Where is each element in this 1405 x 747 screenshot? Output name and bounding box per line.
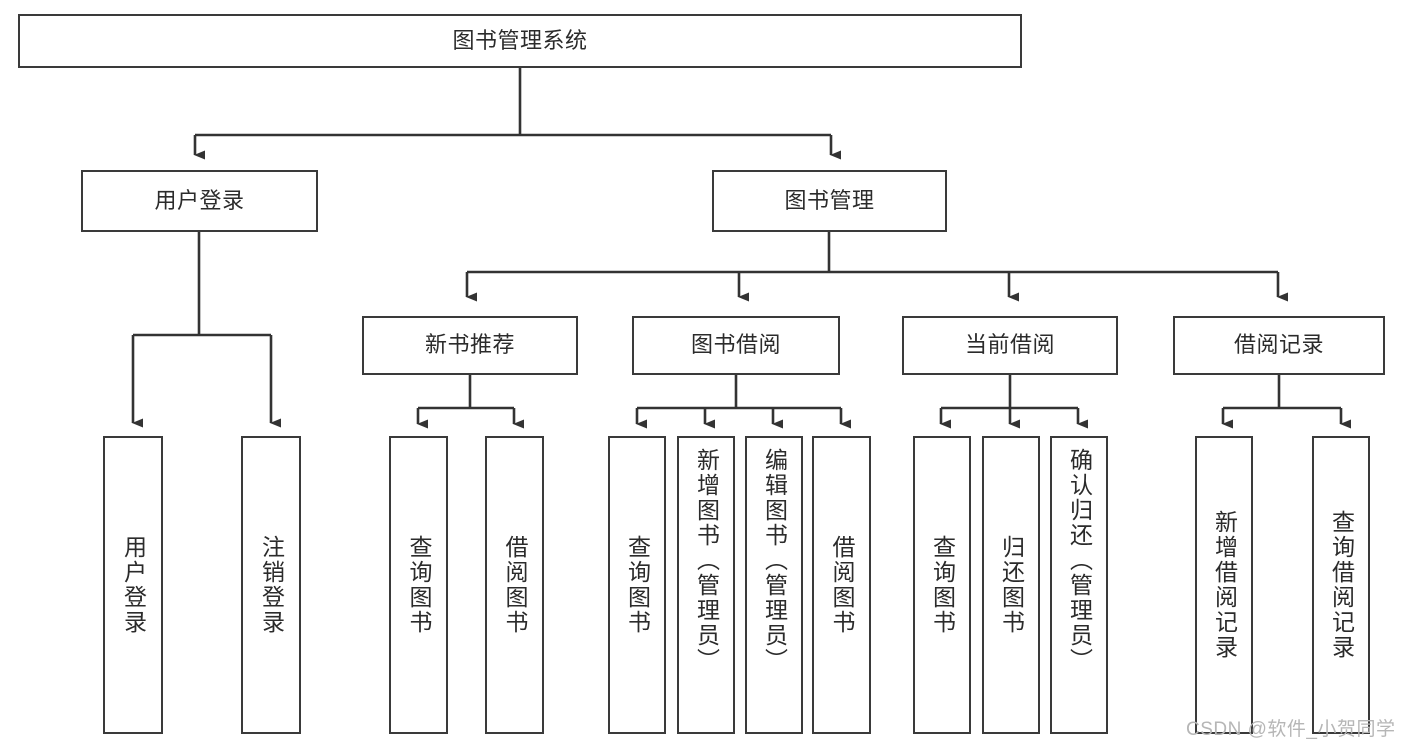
node-label: 新增图书（管理员） — [693, 448, 720, 673]
node-user-login[interactable]: 用户登录 — [81, 170, 318, 232]
node-label: 图书管理系统 — [452, 27, 588, 53]
leaf-borrow-query-book[interactable]: 查询图书 — [608, 436, 666, 734]
leaf-record-add-record[interactable]: 新增借阅记录 — [1195, 436, 1253, 734]
node-label: 当前借阅 — [964, 332, 1055, 358]
node-label: 用户登录 — [120, 535, 147, 635]
node-label: 图书管理 — [784, 187, 875, 213]
node-label: 查询图书 — [929, 535, 956, 635]
leaf-current-confirm-return-admin[interactable]: 确认归还（管理员） — [1050, 436, 1108, 734]
leaf-borrow-borrow-book[interactable]: 借阅图书 — [812, 436, 871, 734]
leaf-user-login-login[interactable]: 用户登录 — [103, 436, 163, 734]
leaf-recommend-query-book[interactable]: 查询图书 — [389, 436, 448, 734]
node-label: 借阅图书 — [502, 535, 528, 635]
node-label: 注销登录 — [258, 535, 285, 635]
node-book-borrow[interactable]: 图书借阅 — [632, 316, 840, 375]
leaf-borrow-edit-book-admin[interactable]: 编辑图书（管理员） — [745, 436, 803, 734]
leaf-user-login-logout[interactable]: 注销登录 — [241, 436, 301, 734]
node-label: 用户登录 — [154, 187, 245, 213]
node-label: 新书推荐 — [424, 332, 515, 358]
node-label: 图书借阅 — [690, 332, 781, 358]
node-borrow-record[interactable]: 借阅记录 — [1173, 316, 1385, 375]
node-root-system[interactable]: 图书管理系统 — [18, 14, 1022, 68]
leaf-borrow-add-book-admin[interactable]: 新增图书（管理员） — [677, 436, 735, 734]
node-label: 借阅图书 — [829, 535, 855, 635]
node-label: 查询借阅记录 — [1328, 510, 1355, 660]
node-label: 借阅记录 — [1233, 332, 1324, 358]
node-label: 归还图书 — [998, 535, 1025, 635]
leaf-record-query-record[interactable]: 查询借阅记录 — [1312, 436, 1370, 734]
node-new-book-recommend[interactable]: 新书推荐 — [362, 316, 578, 375]
leaf-current-query-book[interactable]: 查询图书 — [913, 436, 971, 734]
node-label: 新增借阅记录 — [1211, 510, 1238, 660]
node-label: 查询图书 — [406, 535, 432, 635]
node-current-borrow[interactable]: 当前借阅 — [902, 316, 1118, 375]
node-book-management[interactable]: 图书管理 — [712, 170, 947, 232]
watermark-text: CSDN @软件_小贺同学 — [1186, 719, 1396, 740]
node-label: 确认归还（管理员） — [1066, 448, 1093, 673]
leaf-current-return-book[interactable]: 归还图书 — [982, 436, 1040, 734]
node-label: 查询图书 — [624, 535, 651, 635]
node-label: 编辑图书（管理员） — [761, 448, 788, 673]
leaf-recommend-borrow-book[interactable]: 借阅图书 — [485, 436, 544, 734]
